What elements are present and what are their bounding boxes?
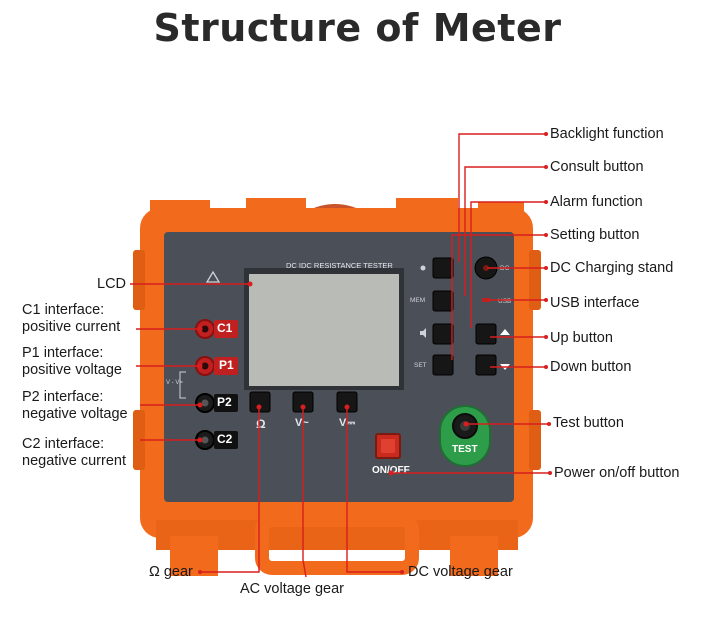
consult-button <box>432 290 454 312</box>
ohm-gear-button <box>249 391 271 413</box>
up-button <box>475 323 497 345</box>
label-power: Power on/off button <box>554 465 680 481</box>
mem-label: MEM <box>410 297 426 304</box>
page-title: Structure of Meter <box>153 6 562 50</box>
vdc-symbol: V⎓ <box>339 417 356 429</box>
lcd-header-text: DC IDC RESISTANCE TESTER <box>286 261 393 270</box>
label-backlight: Backlight function <box>550 126 664 142</box>
label-dc-gear: DC voltage gear <box>408 564 513 580</box>
case-handle <box>255 513 419 575</box>
down-button <box>475 354 497 376</box>
dc-label: DC <box>500 265 510 272</box>
backlight-button <box>432 257 454 279</box>
sun-icon <box>420 265 426 271</box>
label-c1-line1: C1 interface: <box>22 302 105 318</box>
lcd-screen <box>249 274 399 386</box>
usb-label: USB <box>498 298 512 305</box>
label-dc-charging: DC Charging stand <box>550 260 674 276</box>
label-consult: Consult button <box>550 159 644 175</box>
power-label: ON/OFF <box>372 465 410 476</box>
label-ac-gear: AC voltage gear <box>240 581 344 597</box>
label-usb: USB interface <box>550 295 640 311</box>
label-c2-line2: negative current <box>22 453 126 469</box>
label-p1-line2: positive voltage <box>22 362 122 378</box>
label-p2-line1: P2 interface: <box>22 389 104 405</box>
alarm-button <box>432 323 454 345</box>
label-ohm-gear: Ω gear <box>149 564 193 580</box>
vac-symbol: V~ <box>295 417 309 429</box>
label-test: Test button <box>553 415 624 431</box>
label-p2-line2: negative voltage <box>22 406 128 422</box>
label-up: Up button <box>550 330 613 346</box>
setting-button <box>432 354 454 376</box>
usb-port <box>482 298 490 302</box>
label-c2-line1: C2 interface: <box>22 436 105 452</box>
p1-port-label: P1 <box>219 358 234 372</box>
label-down: Down button <box>550 359 632 375</box>
label-p1-line1: P1 interface: <box>22 345 104 361</box>
p2-port-label: P2 <box>217 395 232 409</box>
c1-port-label: C1 <box>217 321 233 335</box>
c2-port-label: C2 <box>217 432 233 446</box>
warning-icon <box>205 270 221 283</box>
label-c1-line2: positive current <box>22 319 121 335</box>
label-lcd: LCD <box>97 276 127 292</box>
ohm-symbol: Ω <box>256 417 266 431</box>
label-alarm: Alarm function <box>550 194 643 210</box>
speaker-icon <box>420 328 426 338</box>
dc-voltage-gear-button <box>336 391 358 413</box>
bridge-label: V - V= <box>166 380 183 386</box>
label-setting: Setting button <box>550 227 640 243</box>
set-label: SET <box>414 362 427 369</box>
ac-voltage-gear-button <box>292 391 314 413</box>
test-label: TEST <box>452 444 478 455</box>
